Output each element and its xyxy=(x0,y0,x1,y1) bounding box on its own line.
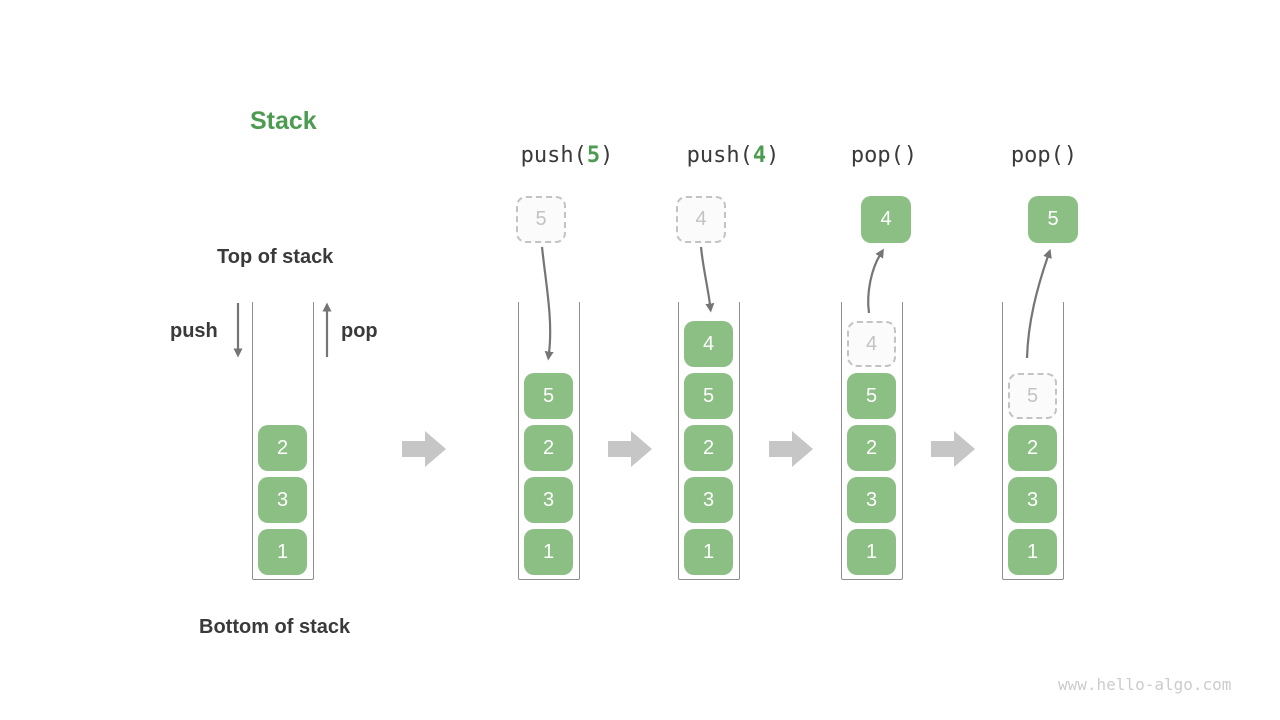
stack-container-5: 5 2 3 1 xyxy=(1002,302,1064,580)
stack-cell: 5 xyxy=(684,373,733,419)
stack-cell: 1 xyxy=(847,529,896,575)
stack-container-1: 2 3 1 xyxy=(252,302,314,580)
top-of-stack-label: Top of stack xyxy=(217,246,334,268)
step-arrow-icon xyxy=(402,431,446,467)
op-close: ) xyxy=(600,143,614,168)
diagram-title: Stack xyxy=(250,107,317,135)
op-close: ) xyxy=(1063,143,1078,168)
op-fn: push( xyxy=(520,143,587,168)
pushed-value-box: 5 xyxy=(516,196,566,243)
watermark: www.hello-algo.com xyxy=(1058,675,1232,694)
stack-cell: 2 xyxy=(847,425,896,471)
operation-label-push5: push(5) xyxy=(521,143,614,168)
op-close: ) xyxy=(903,143,918,168)
op-arg: 4 xyxy=(752,143,767,168)
stack-cell: 5 xyxy=(524,373,573,419)
stack-cell: 2 xyxy=(684,425,733,471)
step-arrow-icon xyxy=(769,431,813,467)
step-arrow-icon xyxy=(608,431,652,467)
stack-cell: 1 xyxy=(524,529,573,575)
stack-cell-removed: 4 xyxy=(847,321,896,367)
stack-cell: 3 xyxy=(1008,477,1057,523)
stack-cell: 5 xyxy=(847,373,896,419)
stack-cell: 4 xyxy=(684,321,733,367)
stack-cell: 3 xyxy=(258,477,307,523)
popped-value-box: 5 xyxy=(1028,196,1078,243)
operation-label-pop1: pop() xyxy=(851,143,917,168)
stack-cell: 2 xyxy=(524,425,573,471)
bottom-of-stack-label: Bottom of stack xyxy=(199,616,351,638)
pop-label: pop xyxy=(341,320,378,342)
pushed-value-box: 4 xyxy=(676,196,726,243)
op-fn: push( xyxy=(686,143,753,168)
stack-container-3: 4 5 2 3 1 xyxy=(678,302,740,580)
operation-label-push4: push(4) xyxy=(687,143,780,168)
step-arrow-icon xyxy=(931,431,975,467)
stack-container-4: 4 5 2 3 1 xyxy=(841,302,903,580)
push-label: push xyxy=(170,320,218,342)
op-close: ) xyxy=(766,143,780,168)
stack-cell-removed: 5 xyxy=(1008,373,1057,419)
stack-cell: 2 xyxy=(258,425,307,471)
op-fn: pop( xyxy=(850,143,904,168)
op-fn: pop( xyxy=(1010,143,1064,168)
stack-cell: 3 xyxy=(524,477,573,523)
stack-cell: 1 xyxy=(258,529,307,575)
operation-label-pop2: pop() xyxy=(1011,143,1077,168)
stack-container-2: 5 2 3 1 xyxy=(518,302,580,580)
stack-cell: 3 xyxy=(684,477,733,523)
stack-cell: 3 xyxy=(847,477,896,523)
push-4-arrow-icon xyxy=(699,246,715,313)
stack-cell: 2 xyxy=(1008,425,1057,471)
popped-value-box: 4 xyxy=(861,196,911,243)
stack-cell: 1 xyxy=(1008,529,1057,575)
stack-cell: 1 xyxy=(684,529,733,575)
op-arg: 5 xyxy=(586,143,601,168)
